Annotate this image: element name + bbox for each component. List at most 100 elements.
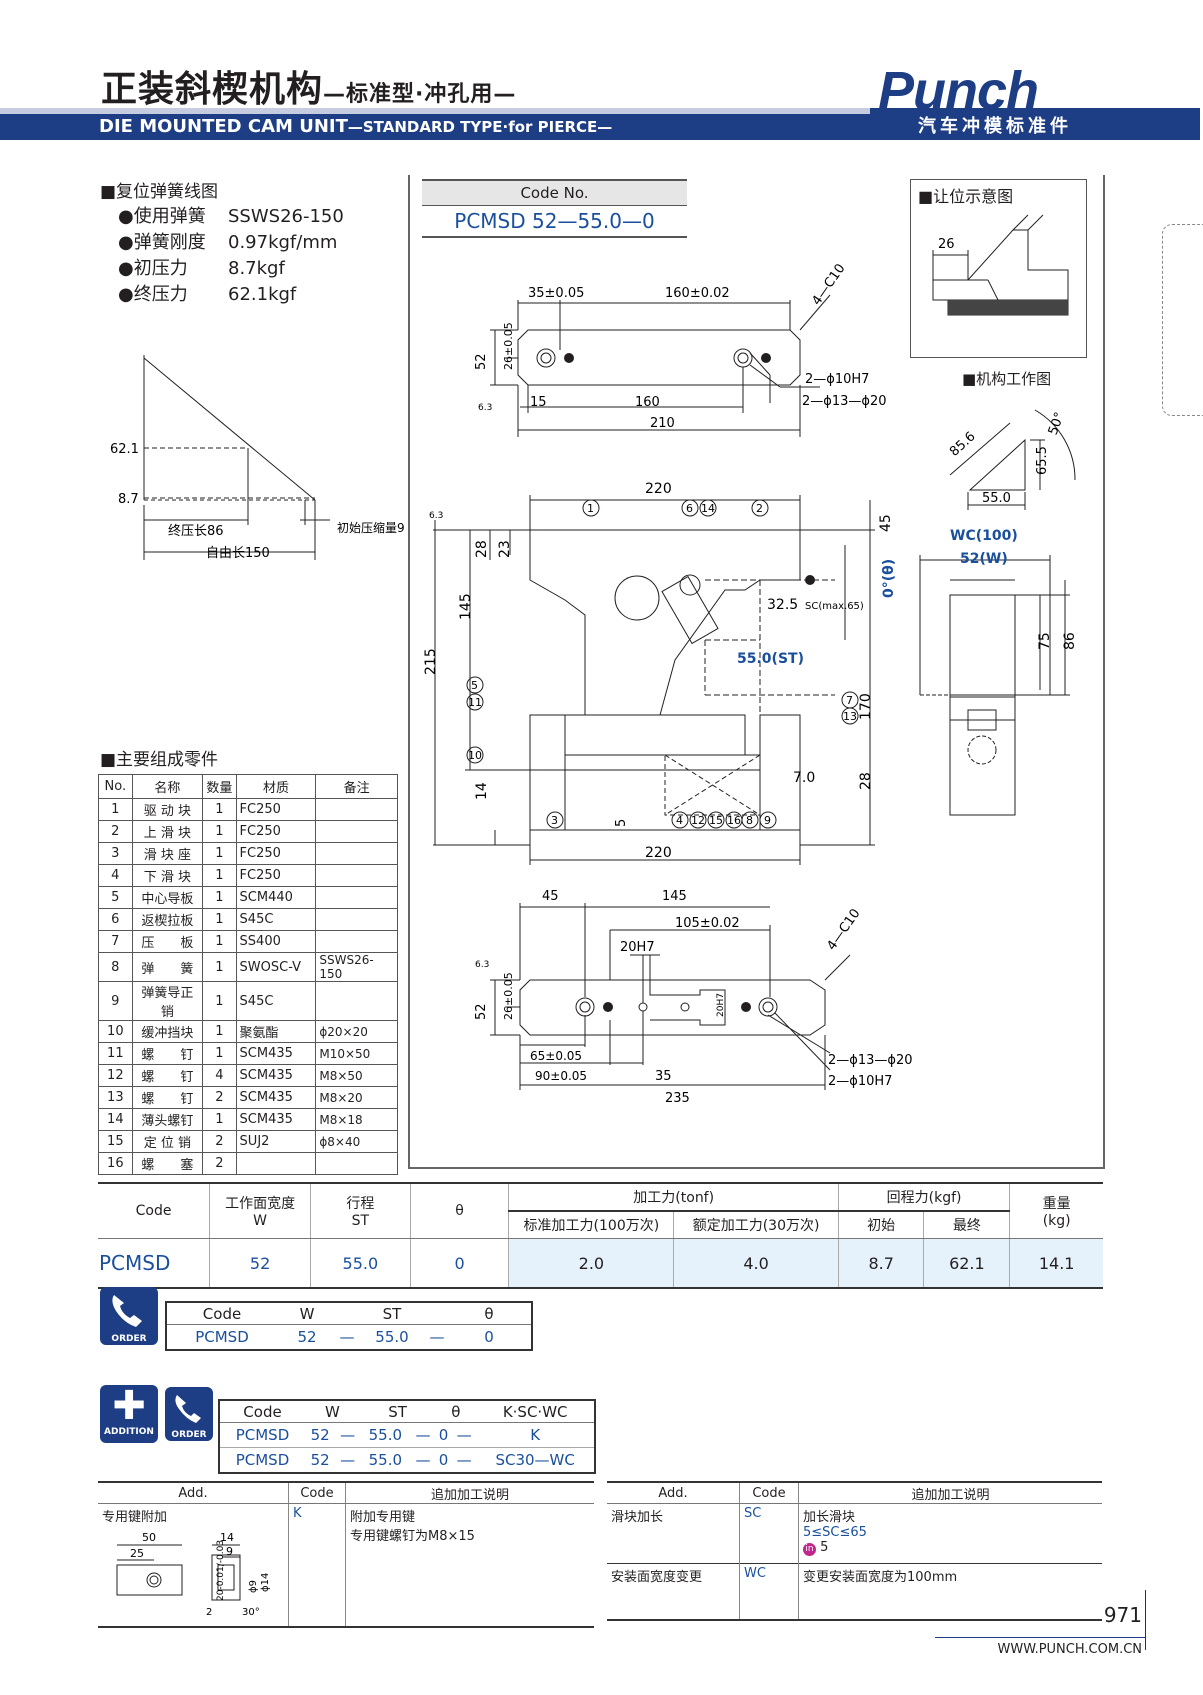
parts-cell: 16	[98, 1152, 133, 1175]
parts-cell: 1	[202, 1042, 237, 1065]
top-dim-w1: 15	[530, 395, 547, 410]
spec-h-r1: 初始	[837, 1210, 924, 1239]
parts-cell: SCM435	[235, 1108, 317, 1131]
bot-rough: 6.3	[475, 960, 489, 970]
parts-cell: FC250	[235, 864, 317, 887]
spec-h-f2: 额定加工力(30万次)	[673, 1210, 839, 1239]
parts-cell: 1	[202, 1020, 237, 1043]
spec-f1: 2.0	[508, 1238, 674, 1289]
parts-cell: M10×50	[315, 1042, 398, 1065]
parts-cell: 1	[202, 930, 237, 953]
top-dim-b: 160±0.02	[665, 286, 730, 301]
parts-cell: 2	[202, 1130, 237, 1153]
page-title: 正装斜楔机构—标准型·冲孔用—	[101, 69, 517, 110]
work-d1: 85.6	[947, 429, 979, 460]
parts-cell: 11	[98, 1042, 133, 1065]
code-no-box: Code No. PCMSD 52—55.0—0	[422, 179, 687, 238]
parts-cell: 4	[202, 1064, 237, 1087]
parts-cell: 缓冲挡块	[131, 1020, 204, 1043]
code-no-value: PCMSD 52—55.0—0	[422, 206, 687, 238]
spec-row: PCMSD 52 55.0 0 2.0 4.0 8.7 62.1 14.1	[98, 1238, 1103, 1289]
parts-cell: 1	[202, 886, 237, 909]
balloon-10: 10	[468, 749, 482, 762]
bot-dim-k: 20H7	[716, 993, 726, 1017]
balloon-8: 8	[746, 814, 753, 827]
front-dim-h9: 5	[614, 819, 629, 827]
parts-cell: 定 位 销	[131, 1130, 204, 1153]
front-dim-h5: 45	[878, 514, 894, 532]
clearance-sketch: 26	[932, 214, 1069, 316]
graph-init-comp: 初始压缩量9	[337, 520, 405, 535]
balloon-16: 16	[727, 814, 741, 827]
front-dim-w: 220	[645, 481, 672, 497]
balloon-6: 6	[686, 502, 693, 515]
front-dim-h4: 215	[423, 648, 439, 675]
parts-cell: 1	[202, 820, 237, 843]
spec-h-force: 加工力(tonf)	[508, 1182, 839, 1212]
parts-cell: 1	[202, 864, 237, 887]
side-dim-w: 52(W)	[960, 551, 1008, 567]
spec-h-r2: 最终	[923, 1210, 1010, 1239]
page-number: 971	[1103, 1603, 1142, 1627]
bot-dim-d: 20H7	[620, 940, 655, 955]
parts-cell: 1	[202, 952, 237, 982]
parts-cell: 2	[202, 1086, 237, 1109]
top-dim-d2: 2—ϕ13—ϕ20	[802, 394, 887, 409]
bot-dim-c: 105±0.02	[675, 916, 740, 931]
plus-icon: ✚	[112, 1383, 146, 1429]
parts-cell: 1	[202, 908, 237, 931]
work-d2: 65.5	[1035, 446, 1050, 475]
drawing-frame	[408, 175, 1105, 1169]
front-dim-h7: 28	[858, 772, 874, 790]
parts-cell	[315, 981, 398, 1021]
front-dim-h8: 14	[474, 782, 490, 800]
bot-dim-e: 4—C10	[824, 906, 863, 953]
bot-dim-b: 145	[662, 889, 687, 904]
parts-cell: 15	[98, 1130, 133, 1153]
bot-dim-a: 45	[542, 889, 559, 904]
balloon-12: 12	[691, 814, 705, 827]
parts-cell: ϕ8×40	[315, 1130, 398, 1153]
graph-y-lo: 8.7	[118, 492, 139, 507]
parts-cell: 10	[98, 1020, 133, 1043]
top-dim-h: 52	[474, 353, 489, 370]
balloon-3: 3	[551, 814, 558, 827]
parts-cell: 1	[202, 1108, 237, 1131]
front-dim-h1: 28	[474, 540, 490, 558]
svg-text:30°: 30°	[242, 1607, 260, 1618]
parts-cell: M8×18	[315, 1108, 398, 1131]
parts-cell: 4	[98, 864, 133, 887]
front-dim-sc2: SC(max.65)	[805, 601, 864, 612]
bot-dim-h: 52	[474, 1003, 489, 1020]
balloons: 1 2 3 4 5 6 7 8 9 10 11 12 13 14 15 16	[466, 499, 859, 829]
spring-graph: 62.1 8.7 终压长86 自由长150 初始压缩量9	[110, 355, 405, 561]
footer-url: WWW.PUNCH.COM.CN	[997, 1642, 1143, 1657]
parts-cell	[315, 864, 398, 887]
parts-cell: SCM440	[235, 886, 317, 909]
parts-cell: S45C	[235, 908, 317, 931]
graph-final-len: 终压长86	[168, 523, 224, 539]
parts-cell: 2	[202, 1152, 237, 1175]
parts-cell: 滑 块 座	[131, 842, 204, 865]
work-d3: 55.0	[982, 491, 1011, 506]
footer-vline	[1145, 1590, 1146, 1650]
parts-cell: 弹簧导正销	[131, 981, 204, 1021]
svg-text:50: 50	[142, 1531, 156, 1544]
parts-cell: SWOSC-V	[235, 952, 317, 982]
side-tab	[1162, 224, 1203, 416]
logo-bg	[870, 108, 1200, 140]
svg-text:9: 9	[226, 1545, 233, 1558]
balloon-11: 11	[468, 696, 482, 709]
parts-cell: 螺 钉	[131, 1086, 204, 1109]
parts-cell: 中心导板	[131, 886, 204, 909]
